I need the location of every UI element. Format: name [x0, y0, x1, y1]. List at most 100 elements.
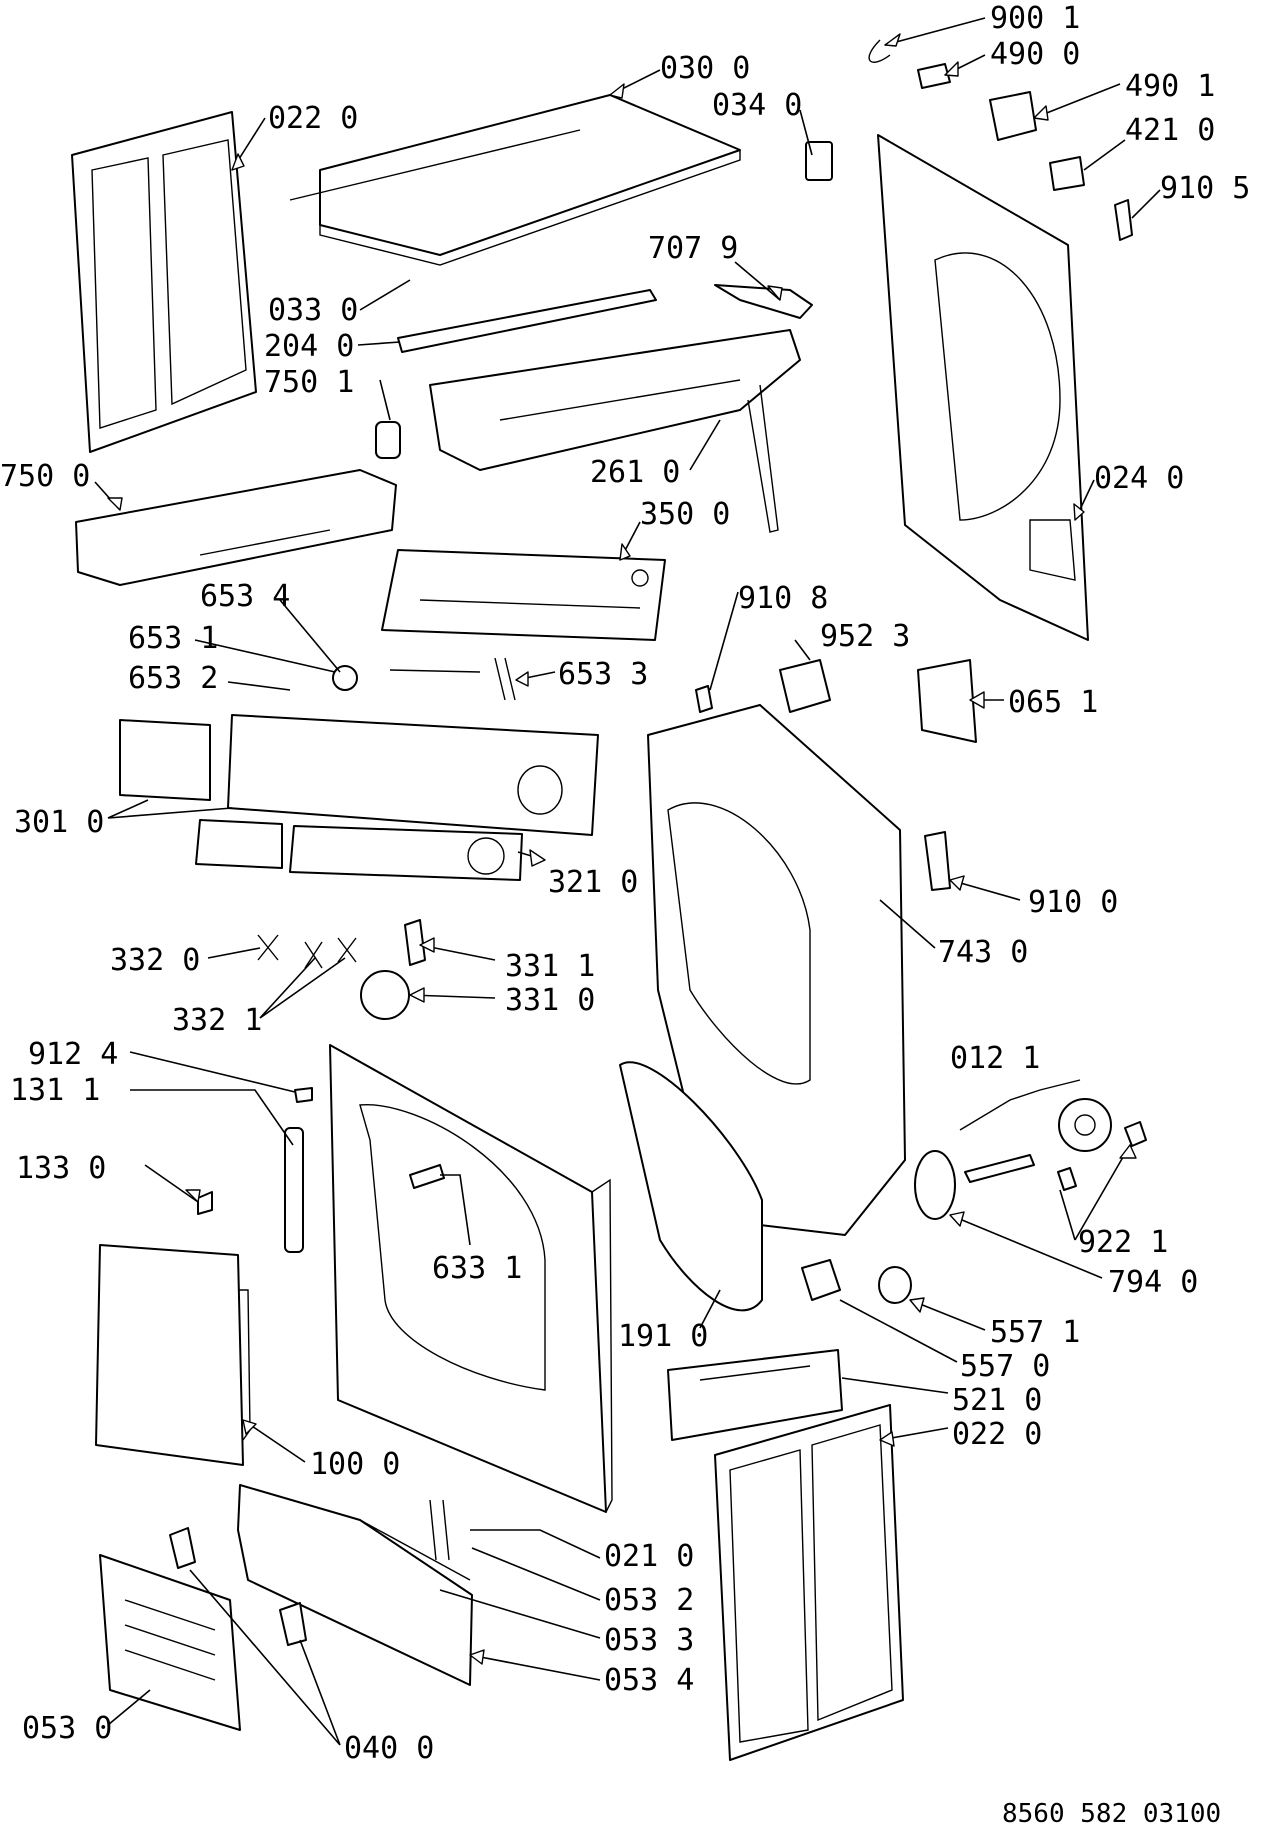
callout-490-0: 490 0: [990, 37, 1080, 72]
hinge-1311: [284, 1127, 304, 1253]
top-cover: [289, 94, 741, 266]
callout-750-0: 750 0: [0, 459, 90, 494]
callout-022-0-top: 022 0: [268, 101, 358, 136]
callout-191-0: 191 0: [618, 1319, 708, 1354]
callout-040-0: 040 0: [344, 1731, 434, 1766]
callout-321-0: 321 0: [548, 865, 638, 900]
callout-331-1: 331 1: [505, 949, 595, 984]
axle-0121: [964, 1154, 1035, 1183]
callout-521-0: 521 0: [952, 1383, 1042, 1418]
ring-5571: [878, 1266, 912, 1304]
plinth: [237, 1484, 473, 1686]
cover-0651: [917, 659, 977, 743]
callout-557-1: 557 1: [990, 1315, 1080, 1350]
clip-9221a: [1124, 1121, 1147, 1147]
callout-133-0: 133 0: [16, 1151, 106, 1186]
cup-7501: [375, 421, 401, 459]
callout-922-1: 922 1: [1078, 1225, 1168, 1260]
drum-housing: [647, 704, 906, 1236]
screw-9105: [1114, 199, 1133, 241]
callout-743-0: 743 0: [938, 935, 1028, 970]
callout-653-1: 653 1: [128, 621, 218, 656]
door: [95, 1244, 251, 1466]
document-code: 8560 582 03100: [1002, 1799, 1221, 1829]
callout-952-3: 952 3: [820, 619, 910, 654]
callout-053-0: 053 0: [22, 1711, 112, 1746]
spring-3321b: [337, 937, 357, 963]
control-panel: [119, 714, 599, 836]
callout-022-0-bottom: 022 0: [952, 1417, 1042, 1452]
wheel-0121: [1058, 1098, 1112, 1152]
callout-053-4: 053 4: [604, 1663, 694, 1698]
callout-350-0: 350 0: [640, 497, 730, 532]
arrowheads: [107, 33, 1137, 1665]
connector-4210: [1049, 156, 1085, 191]
belt-7940: [914, 1150, 956, 1220]
callout-331-0: 331 0: [505, 983, 595, 1018]
door-seal: [619, 1061, 763, 1312]
button-set-6533: [494, 657, 516, 701]
control-board: [381, 549, 666, 641]
knob-3310: [360, 970, 410, 1020]
callout-030-0: 030 0: [660, 51, 750, 86]
callout-707-9: 707 9: [648, 231, 738, 266]
rear-panel: [877, 134, 1089, 641]
callout-024-0: 024 0: [1094, 461, 1184, 496]
cable-9001: [868, 39, 891, 63]
knob-3311: [404, 919, 426, 966]
front-panel: [329, 1044, 613, 1513]
callout-033-0: 033 0: [268, 293, 358, 328]
spring-3321a: [304, 941, 323, 969]
callout-065-1: 065 1: [1008, 685, 1098, 720]
side-panel-right: [714, 1404, 904, 1761]
callout-910-5: 910 5: [1160, 171, 1250, 206]
pin-6331: [409, 1164, 445, 1189]
callout-900-1: 900 1: [990, 1, 1080, 36]
fan-9523: [779, 659, 831, 713]
callout-131-1: 131 1: [10, 1073, 100, 1108]
bracket-0400a: [169, 1527, 196, 1569]
callout-012-1: 012 1: [950, 1041, 1040, 1076]
callout-332-1: 332 1: [172, 1003, 262, 1038]
callout-421-0: 421 0: [1125, 113, 1215, 148]
water-container: [75, 469, 397, 586]
callout-912-4: 912 4: [28, 1037, 118, 1072]
top-rail: [397, 289, 657, 353]
hose-7079: [714, 284, 813, 319]
callout-633-1: 633 1: [432, 1251, 522, 1286]
grille: [99, 1554, 241, 1731]
knob-6531: [332, 665, 358, 691]
callout-332-0: 332 0: [110, 943, 200, 978]
electronic-board: [667, 1349, 843, 1441]
screw-9100: [924, 831, 951, 891]
mains-lead-4900: [917, 63, 951, 89]
callout-053-3: 053 3: [604, 1623, 694, 1658]
callout-021-0: 021 0: [604, 1539, 694, 1574]
callout-301-0: 301 0: [14, 805, 104, 840]
motor-part-5570: [801, 1259, 841, 1301]
spring-3320: [257, 934, 279, 961]
axle-group-bracket: [959, 1079, 1081, 1131]
callout-labels: 900 1 490 0 490 1 421 0 910 5 030 0 034 …: [0, 1, 1250, 1766]
callout-910-8: 910 8: [738, 581, 828, 616]
callout-204-0: 204 0: [264, 329, 354, 364]
panel-inlay: [195, 819, 523, 881]
leader-lines: [94, 17, 1161, 1746]
side-panel-left: [71, 111, 257, 453]
callout-261-0: 261 0: [590, 455, 680, 490]
callout-053-2: 053 2: [604, 1583, 694, 1618]
callout-653-4: 653 4: [200, 579, 290, 614]
callout-653-2: 653 2: [128, 661, 218, 696]
clip-9221b: [1057, 1167, 1077, 1191]
bracket-0340: [805, 141, 833, 181]
screw-9108: [695, 685, 713, 713]
callout-100-0: 100 0: [310, 1447, 400, 1482]
duct-tray: [429, 329, 801, 533]
filter-4901: [989, 91, 1037, 141]
callout-034-0: 034 0: [712, 88, 802, 123]
callout-557-0: 557 0: [960, 1349, 1050, 1384]
callout-653-3: 653 3: [558, 657, 648, 692]
latch-1330: [197, 1191, 213, 1215]
screw-9124: [294, 1087, 313, 1103]
